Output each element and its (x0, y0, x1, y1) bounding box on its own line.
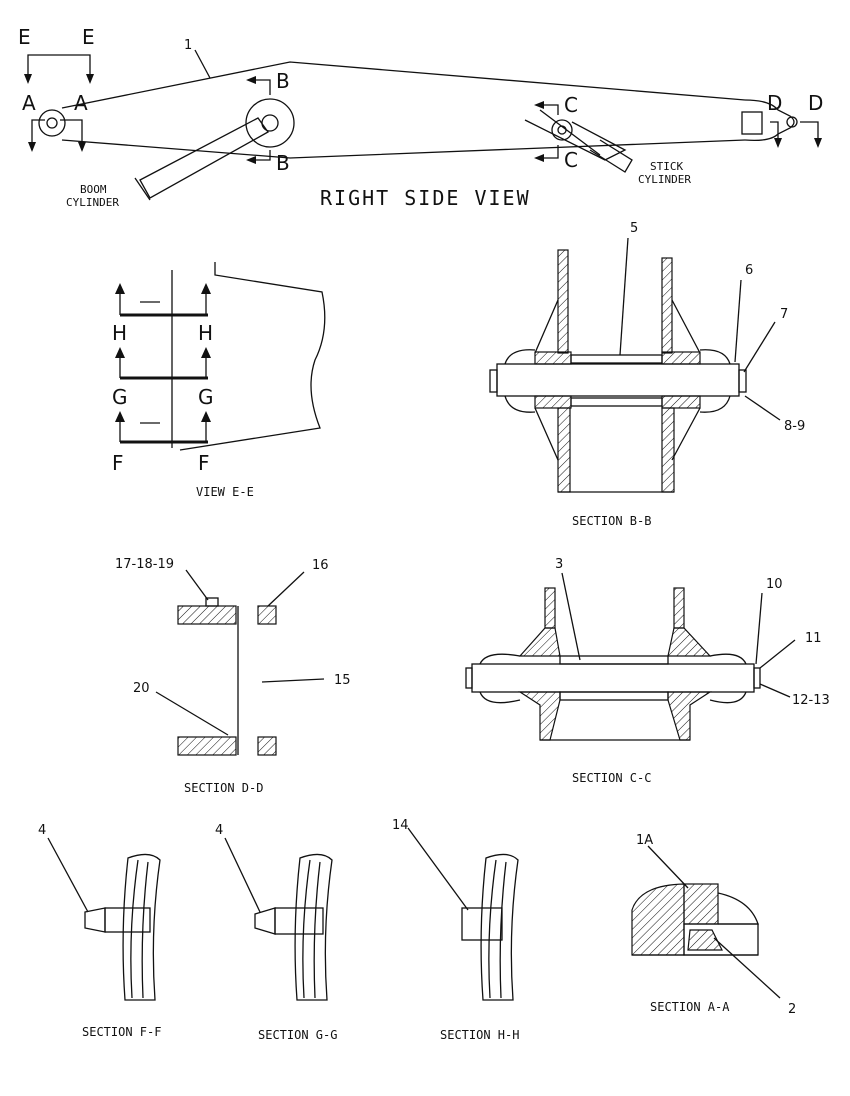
section-b-bottom-letter: B (276, 151, 290, 175)
view-ee-g-left: G (112, 385, 128, 409)
section-aa-caption: SECTION A-A (650, 1000, 730, 1014)
dd-label-15: 15 (334, 673, 351, 688)
section-b-top-letter: B (276, 69, 290, 93)
section-gg-caption: SECTION G-G (258, 1028, 337, 1042)
section-cc: 3 10 11 12-13 SECTION C-C (465, 557, 830, 785)
view-ee-f-right: F (198, 451, 210, 475)
section-d-right-letter: D (808, 91, 823, 115)
section-bb-caption: SECTION B-B (572, 514, 651, 528)
bb-label-89: 8-9 (784, 419, 805, 434)
section-a-right-letter: A (74, 91, 88, 115)
section-cc-caption: SECTION C-C (572, 771, 651, 785)
cc-label-3: 3 (555, 557, 563, 572)
section-e-right-letter: E (82, 25, 95, 49)
right-side-view: 1 E E A A B B C C D D BOOM CYLINDER S (18, 25, 823, 210)
view-ee-caption: VIEW E-E (196, 485, 254, 499)
view-ee-g-right: G (198, 385, 214, 409)
section-a-left-letter: A (22, 91, 36, 115)
section-dd: 17-18-19 16 20 15 SECTION D-D (115, 557, 351, 795)
section-dd-caption: SECTION D-D (184, 781, 263, 795)
section-hh-caption: SECTION H-H (440, 1028, 519, 1042)
aa-label-2: 2 (788, 1002, 796, 1017)
view-ee-h-left: H (112, 321, 127, 345)
gg-label-4: 4 (215, 823, 223, 838)
view-ee-f-left: F (112, 451, 124, 475)
aa-label-1a: 1A (636, 833, 653, 848)
section-ff-caption: SECTION F-F (82, 1025, 161, 1039)
bb-label-5: 5 (630, 221, 638, 236)
section-e-left-letter: E (18, 25, 31, 49)
ff-label-4: 4 (38, 823, 46, 838)
right-side-view-title: RIGHT SIDE VIEW (320, 186, 531, 210)
section-ff: 4 SECTION F-F (38, 823, 161, 1039)
section-hh: 14 SECTION H-H (392, 818, 519, 1042)
boom-label-line1: BOOM (80, 183, 107, 196)
dd-label-171819: 17-18-19 (115, 557, 174, 572)
section-d-left-letter: D (767, 91, 782, 115)
section-gg: 4 SECTION G-G (215, 823, 337, 1042)
section-bb: 5 6 7 8-9 SECTION B-B (489, 221, 805, 528)
dd-label-20: 20 (133, 681, 150, 696)
cc-label-11: 11 (805, 631, 822, 646)
stick-label-line2: CYLINDER (638, 173, 691, 186)
bb-label-6: 6 (745, 263, 753, 278)
view-ee-h-right: H (198, 321, 213, 345)
dd-label-16: 16 (312, 558, 329, 573)
section-c-bottom-letter: C (564, 148, 578, 172)
view-ee: H H G G F F VIEW E-E (112, 262, 326, 499)
stick-label-line1: STICK (650, 160, 683, 173)
part-1-label: 1 (184, 38, 192, 53)
boom-label-line2: CYLINDER (66, 196, 119, 209)
hh-label-14: 14 (392, 818, 409, 833)
bb-label-7: 7 (780, 307, 788, 322)
cc-label-10: 10 (766, 577, 783, 592)
section-aa: 1A 2 SECTION A-A (631, 833, 796, 1017)
section-c-top-letter: C (564, 93, 578, 117)
cc-label-1213: 12-13 (792, 693, 830, 708)
